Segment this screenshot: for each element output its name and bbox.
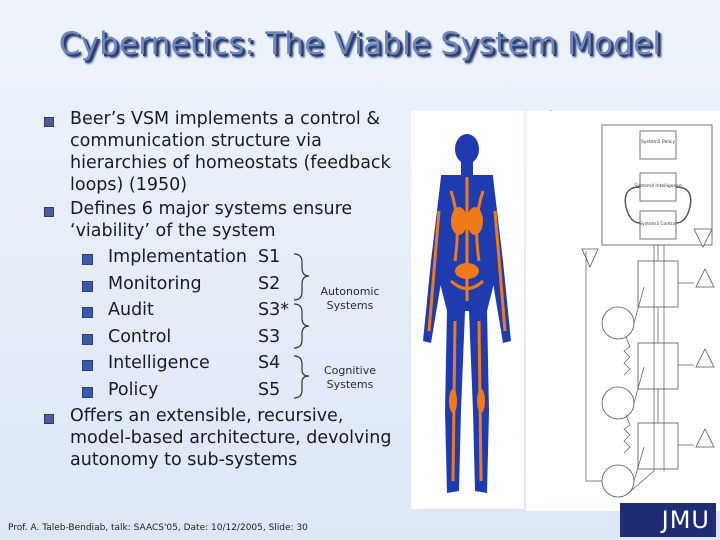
system-item: Audit S3*	[80, 297, 402, 324]
system-name: Policy	[108, 379, 159, 400]
system-code: S5	[258, 379, 281, 400]
sub-bullet-icon	[82, 386, 93, 398]
diagram-label: System5 Policy	[641, 139, 675, 145]
human-body-image	[411, 111, 524, 509]
system-code: S4	[258, 353, 281, 373]
diagram-label: System3 Control	[639, 221, 676, 227]
system-item: Policy S5	[80, 377, 402, 404]
bullet-systems: Defines 6 major systems ensure ‘viabilit…	[42, 198, 402, 242]
system-code: S3*	[258, 300, 289, 320]
sub-bullet-icon	[82, 360, 93, 371]
system-code: S1	[258, 247, 281, 267]
diagram-label: System4 Intelligence	[634, 183, 681, 189]
sub-bullet-icon	[82, 333, 93, 345]
system-name: Control	[108, 326, 172, 347]
sub-bullet-icon	[82, 254, 93, 265]
logo-text: JMU	[661, 506, 710, 534]
system-name: Audit	[108, 300, 154, 320]
vsm-diagram: System5 Policy System4 Intelligence Syst…	[526, 111, 720, 511]
group-brace-icon	[293, 253, 310, 399]
slide-title: Cybernetics: The Viable System Model	[58, 26, 662, 62]
bullet-architecture: Offers an extensible, recursive, model-b…	[42, 405, 402, 471]
systems-list: Implementation S1 Monitoring S2 Audit S3* C…	[80, 244, 402, 403]
system-code: S3	[258, 326, 281, 347]
bullet-list: Beer’s VSM implements a control & commun…	[42, 108, 402, 473]
bullet-square-icon	[44, 207, 54, 217]
sub-bullet-icon	[82, 307, 93, 318]
autonomic-label: Autonomic Systems	[320, 285, 380, 312]
cognitive-label: Cognitive Systems	[323, 364, 377, 391]
bullet-square-icon	[44, 117, 54, 127]
system-item: Monitoring S2	[80, 271, 402, 298]
system-name: Monitoring	[108, 273, 202, 294]
sub-bullet-icon	[82, 280, 93, 292]
system-item: Control S3	[80, 324, 402, 351]
bullet-text: Defines 6 major systems ensure ‘viabilit…	[70, 199, 353, 241]
system-name: Implementation	[108, 247, 247, 267]
system-code: S2	[258, 273, 281, 294]
system-name: Intelligence	[108, 353, 210, 373]
slide-footer: Prof. A. Taleb-Bendiab, talk: SAACS'05, …	[8, 523, 308, 533]
bullet-square-icon	[44, 414, 54, 424]
system-item: Intelligence S4	[80, 350, 402, 377]
bullet-vsm: Beer’s VSM implements a control & commun…	[42, 108, 402, 196]
jmu-logo: JMU	[620, 503, 716, 537]
system-item: Implementation S1	[80, 244, 402, 271]
bullet-text: Offers an extensible, recursive, model-b…	[70, 406, 392, 470]
bullet-text: Beer’s VSM implements a control & commun…	[70, 109, 391, 195]
